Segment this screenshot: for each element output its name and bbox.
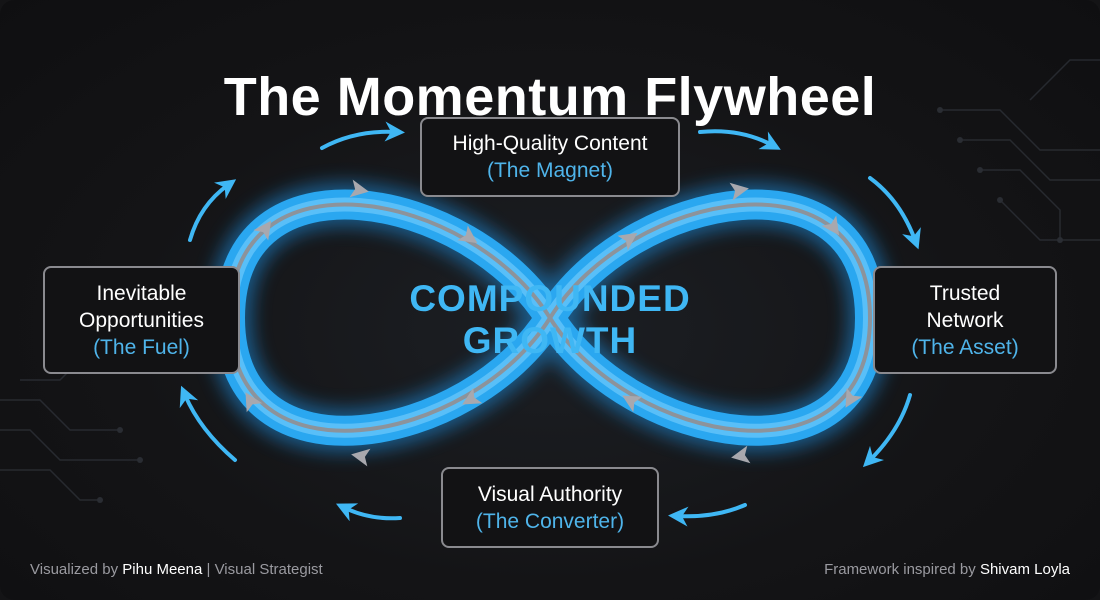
chevron-icon xyxy=(457,225,478,244)
node-subtitle: (The Asset) xyxy=(911,335,1019,359)
credit-prefix: Framework inspired by xyxy=(824,561,980,578)
node-subtitle: (The Converter) xyxy=(475,509,625,533)
chevron-icon xyxy=(351,448,371,467)
chevron-icon xyxy=(617,232,638,251)
arrow-icon xyxy=(668,503,747,527)
arrow-icon xyxy=(698,129,781,150)
node-subtitle: (The Magnet) xyxy=(486,159,614,182)
credit-suffix: | Visual Strategist xyxy=(202,561,323,578)
chevron-icon xyxy=(462,387,483,405)
arrow-icon xyxy=(179,385,237,462)
chevron-icon xyxy=(622,395,643,413)
loop-arrow-track xyxy=(227,202,873,433)
chevron-icon xyxy=(821,215,840,236)
chevron-icon xyxy=(845,387,863,408)
arrow-icon xyxy=(868,176,921,250)
footer-credit-right: Framework inspired by Shivam Loyla xyxy=(824,561,1070,578)
node-title: High-Quality Content xyxy=(452,132,648,155)
arrow-icon xyxy=(320,121,405,150)
center-label-line2: GROWTH xyxy=(462,320,638,361)
arrow-icon xyxy=(862,393,912,468)
credit-prefix: Visualized by xyxy=(30,561,123,578)
node-high-quality-content: High-Quality Content (The Magnet) xyxy=(420,117,680,197)
node-title-line2: Network xyxy=(926,308,1004,332)
chevron-icon xyxy=(349,179,369,198)
footer-credit-left: Visualized by Pihu Meena | Visual Strate… xyxy=(30,561,323,578)
chevron-icon xyxy=(245,392,263,413)
credit-name: Shivam Loyla xyxy=(979,561,1070,578)
arrow-icon xyxy=(188,179,237,242)
center-label: COMPOUNDED GROWTH xyxy=(350,278,750,362)
arrow-icon xyxy=(335,503,402,522)
node-title-line2: Opportunities xyxy=(79,308,204,332)
chevron-icon xyxy=(729,182,749,201)
chevron-icon xyxy=(253,220,272,241)
track-chevrons xyxy=(245,179,863,467)
node-title: Visual Authority xyxy=(477,482,623,506)
node-visual-authority: Visual Authority (The Converter) xyxy=(441,467,659,548)
center-label-line1: COMPOUNDED xyxy=(409,278,691,319)
node-trusted-network: Trusted Network (The Asset) xyxy=(873,266,1057,374)
node-title-line1: Trusted xyxy=(929,281,1001,305)
node-subtitle: (The Fuel) xyxy=(93,335,190,359)
credit-name: Pihu Meena xyxy=(122,561,203,578)
node-inevitable-opportunities: Inevitable Opportunities (The Fuel) xyxy=(43,266,240,374)
node-title-line1: Inevitable xyxy=(96,281,187,305)
chevron-icon xyxy=(731,445,751,464)
outer-flow-arrows xyxy=(179,121,921,527)
